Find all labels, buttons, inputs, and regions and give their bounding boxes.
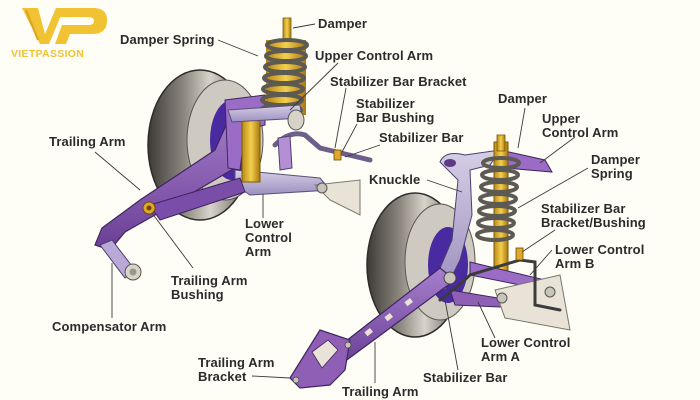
stabilizer-link-1 — [277, 135, 293, 171]
label-stabilizer-bar-bushing-1: Stabilizer Bar Bushing — [356, 96, 435, 125]
label-damper-2: Damper — [498, 91, 548, 106]
knuckle-hole-2 — [444, 159, 456, 167]
label-compensator-arm-1: Compensator Arm — [52, 319, 167, 334]
label-lower-control-arm-a-2: Lower Control Arm A — [481, 335, 571, 364]
label-lower-control-arm-b-2: Lower Control Arm B — [555, 242, 645, 271]
label-trailing-arm-2: Trailing Arm — [342, 384, 419, 399]
leader-stabilizer-bar-1 — [344, 144, 381, 158]
bracket-window-2 — [311, 339, 339, 369]
bracket-bolt-2 — [292, 376, 300, 384]
leader-damper-spring-2 — [517, 167, 589, 209]
label-upper-control-arm-1: Upper Control Arm — [315, 48, 434, 63]
stabilizer-bar-bushing-part-1 — [333, 149, 342, 161]
label-damper-1: Damper — [318, 16, 368, 31]
leader-damper-1 — [292, 23, 316, 29]
label-lower-control-arm-1: Lower Control Arm — [245, 216, 292, 259]
assembly-lower — [289, 134, 571, 389]
leader-trailing-arm-bushing-1 — [151, 212, 194, 269]
logo-p-shape — [55, 8, 108, 44]
stabilizer-bar-part-2 — [438, 258, 562, 312]
damper-spring-part-1 — [259, 38, 309, 117]
damper-spring-part-2 — [475, 156, 521, 242]
leader-stabilizer-bar-bushing-1 — [341, 123, 358, 153]
label-damper-spring-2: Damper Spring — [591, 152, 641, 181]
leader-damper-spring-1 — [217, 39, 259, 57]
leader-stabilizer-bar-bracket-1 — [334, 87, 347, 149]
logo-text: VIETPASSION — [11, 48, 85, 60]
leader-lower-control-arm-b-2 — [529, 249, 553, 276]
logo-v-shape — [22, 8, 64, 44]
label-trailing-arm-bushing-1: Trailing Arm Bushing — [171, 273, 248, 302]
damper-rod-2 — [496, 134, 506, 152]
leader-lower-control-arm-a-2 — [477, 301, 496, 339]
label-stabilizer-bar-bracket-bushing-2: Stabilizer Bar Bracket/Bushing — [541, 201, 646, 230]
label-upper-control-arm-2: Upper Control Arm — [542, 111, 619, 140]
upper-arm-bushing-1 — [287, 109, 305, 131]
vietpassion-logo — [22, 8, 108, 44]
leader-lines — [94, 23, 589, 383]
lower-arm-bushing-2b — [544, 286, 556, 298]
leader-stabilizer-bar-bracket-bushing-2 — [521, 229, 556, 253]
leader-stabilizer-bar-2 — [444, 299, 459, 371]
trailing-arm-slots-2 — [364, 297, 413, 337]
label-damper-spring-1: Damper Spring — [120, 32, 215, 47]
label-stabilizer-bar-1: Stabilizer Bar — [379, 130, 464, 145]
trailing-arm-lower-part-1 — [149, 177, 246, 221]
label-stabilizer-bar-bracket-1: Stabilizer Bar Bracket — [330, 74, 467, 89]
assembly-upper — [94, 17, 373, 281]
leader-damper-2 — [517, 107, 526, 149]
leader-trailing-arm-bracket-2 — [251, 375, 291, 379]
chassis-part-2 — [494, 274, 571, 331]
lower-arm-bushing-2 — [496, 292, 508, 304]
compensator-bolt-1 — [129, 268, 137, 276]
label-trailing-arm-1: Trailing Arm — [49, 134, 126, 149]
trailing-arm-bushing-bolt-1 — [146, 205, 152, 211]
leader-trailing-arm-1 — [94, 151, 141, 191]
label-knuckle-2: Knuckle — [369, 172, 421, 187]
leader-upper-control-arm-2 — [539, 136, 576, 164]
logo-wheat-icon — [25, 9, 39, 41]
stabilizer-bar-bracket-part-2 — [515, 247, 524, 261]
label-trailing-arm-bracket-2: Trailing Arm Bracket — [198, 355, 275, 384]
bracket-bolt-2b — [344, 341, 352, 349]
label-stabilizer-bar-2: Stabilizer Bar — [423, 370, 508, 385]
hub-bolt-2 — [443, 271, 457, 285]
leader-knuckle-2 — [426, 179, 463, 193]
lower-arm-bushing-1 — [316, 182, 328, 194]
leader-upper-control-arm-1 — [289, 62, 339, 111]
